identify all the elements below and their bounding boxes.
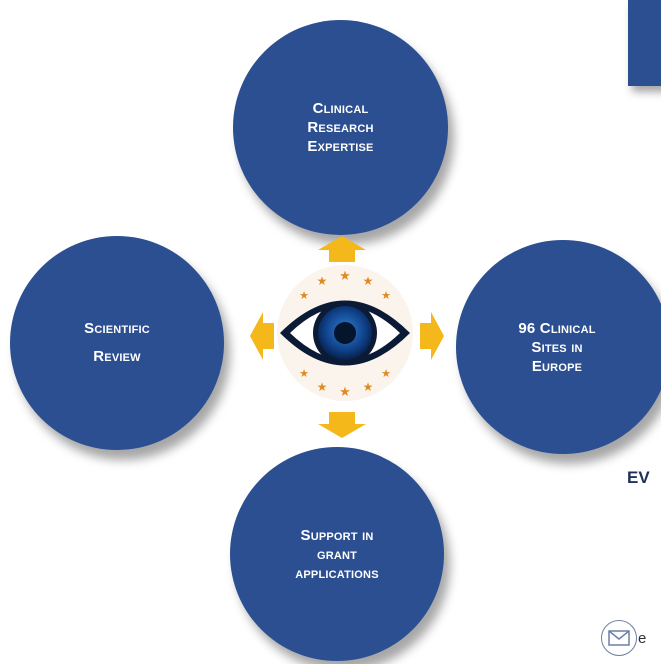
label-line: Clinical xyxy=(312,100,369,117)
label-line: Expertise xyxy=(307,138,374,155)
star-ring: ★ ★ ★ ★ ★ ★ ★ ★ ★ ★ xyxy=(299,269,391,400)
arrow-up-icon xyxy=(318,236,366,262)
circle-label: Clinical Research Expertise xyxy=(307,99,373,156)
svg-text:★: ★ xyxy=(363,380,374,394)
circle-label: Scientific Review xyxy=(84,315,150,371)
label-line: Sites in xyxy=(531,338,583,356)
svg-text:★: ★ xyxy=(299,289,309,302)
svg-text:★: ★ xyxy=(317,274,328,288)
label-line: grant xyxy=(316,545,358,563)
partial-edge-text: EV xyxy=(627,468,650,487)
envelope-icon[interactable] xyxy=(601,620,637,656)
svg-text:★: ★ xyxy=(381,289,391,302)
scientific-review-circle: Scientific Review xyxy=(10,236,224,450)
eye-stars-logo: ★ ★ ★ ★ ★ ★ ★ ★ ★ ★ xyxy=(277,265,413,401)
partial-blue-box xyxy=(628,0,661,86)
arrow-left-icon xyxy=(250,312,274,360)
circle-label: Support in grant applications xyxy=(295,526,378,583)
arrow-down-icon xyxy=(318,412,366,438)
grant-support-circle: Support in grant applications xyxy=(230,447,444,661)
svg-text:★: ★ xyxy=(381,367,391,380)
svg-text:★: ★ xyxy=(299,367,309,380)
label-line: Review xyxy=(93,348,141,365)
label-line: Europe xyxy=(531,357,583,375)
label-line: applications xyxy=(295,564,379,582)
svg-text:★: ★ xyxy=(339,385,351,400)
label-line: Research xyxy=(307,119,374,136)
label-line: Support in xyxy=(300,526,374,544)
svg-text:★: ★ xyxy=(339,269,351,284)
clinical-research-expertise-circle: Clinical Research Expertise xyxy=(233,20,448,235)
svg-text:★: ★ xyxy=(363,274,374,288)
circle-label: 96 Clinical Sites in Europe xyxy=(518,319,595,376)
label-line: 96 Clinical xyxy=(518,319,596,337)
arrow-right-icon xyxy=(420,312,444,360)
envelope-glyph xyxy=(608,630,630,646)
svg-text:★: ★ xyxy=(317,380,328,394)
partial-email-text: e xyxy=(638,630,647,647)
label-line: Scientific xyxy=(84,320,150,337)
clinical-sites-circle: 96 Clinical Sites in Europe xyxy=(456,240,661,454)
